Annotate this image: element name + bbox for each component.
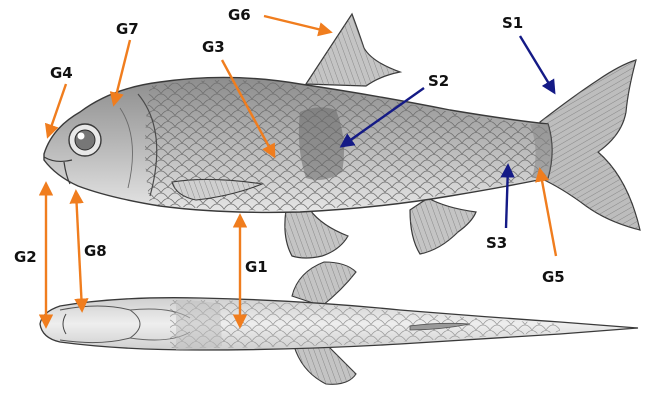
label-s1: S1: [502, 14, 523, 32]
label-g5: G5: [542, 268, 565, 286]
label-g8: G8: [84, 242, 107, 260]
anal-fin: [410, 198, 476, 254]
g6-arrow: [264, 16, 330, 32]
s1-arrow: [520, 36, 554, 92]
fish-eye: [69, 124, 101, 156]
caudal-fin: [540, 60, 640, 230]
label-g4: G4: [50, 64, 73, 82]
pelvic-fin: [285, 210, 348, 258]
label-g6: G6: [228, 6, 251, 24]
label-s2: S2: [428, 72, 449, 90]
g8-arrow: [76, 192, 82, 310]
label-g2: G2: [14, 248, 37, 266]
dorsal-fin: [306, 14, 400, 86]
lateral-blotch: [299, 107, 344, 180]
label-s3: S3: [486, 234, 507, 252]
label-g3: G3: [202, 38, 225, 56]
fish-body: [44, 77, 552, 212]
label-g7: G7: [116, 20, 139, 38]
label-g1: G1: [245, 258, 268, 276]
